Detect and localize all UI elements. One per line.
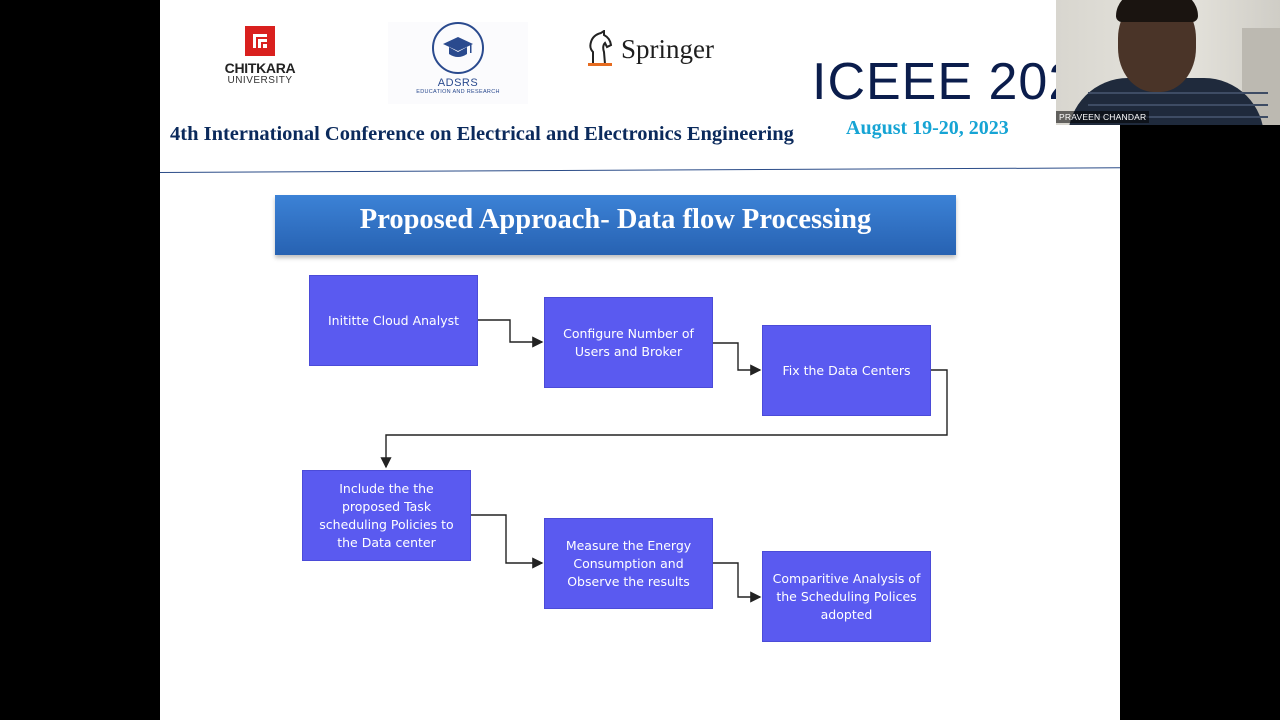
flow-step-policies: Include the the proposed Task scheduling… bbox=[302, 470, 471, 561]
slide-title-bar: Proposed Approach- Data flow Processing bbox=[275, 195, 956, 255]
connector-4-5 bbox=[471, 514, 544, 569]
connector-5-6 bbox=[713, 562, 762, 603]
chitkara-subtitle: UNIVERSITY bbox=[227, 75, 293, 86]
flow-step-initiate: Inititte Cloud Analyst bbox=[309, 275, 478, 366]
flow-step-measure: Measure the Energy Consumption and Obser… bbox=[544, 518, 713, 609]
springer-name: Springer bbox=[621, 34, 714, 64]
conference-dates: August 19-20, 2023 bbox=[846, 117, 1009, 139]
chitkara-name: CHITKARA bbox=[224, 60, 296, 76]
springer-horse-icon bbox=[588, 30, 613, 66]
flow-step-datacenters: Fix the Data Centers bbox=[762, 325, 931, 416]
flow-step-configure: Configure Number of Users and Broker bbox=[544, 297, 713, 388]
participant-name-label: PRAVEEN CHANDAR bbox=[1056, 111, 1150, 123]
adsrs-logo: ADSRS EDUCATION AND RESEARCH bbox=[388, 22, 528, 104]
presentation-slide: CHITKARA UNIVERSITY ADSRS EDUCATION AND … bbox=[160, 0, 1120, 720]
connector-1-2 bbox=[478, 319, 544, 348]
flow-step-analysis: Comparitive Analysis of the Scheduling P… bbox=[762, 551, 931, 642]
springer-logo: Springer bbox=[585, 30, 714, 74]
adsrs-name: ADSRS bbox=[437, 77, 479, 89]
adsrs-subtitle: EDUCATION AND RESEARCH bbox=[416, 89, 500, 95]
participant-hair bbox=[1116, 0, 1198, 22]
slide-title: Proposed Approach- Data flow Processing bbox=[359, 204, 872, 235]
chitkara-university-logo: CHITKARA UNIVERSITY bbox=[215, 26, 305, 96]
connector-2-3 bbox=[713, 342, 762, 376]
participant-video-tile[interactable]: PRAVEEN CHANDAR bbox=[1056, 0, 1280, 125]
header-divider bbox=[160, 167, 1120, 173]
chitkara-emblem-icon bbox=[245, 26, 275, 56]
conference-title: 4th International Conference on Electric… bbox=[170, 123, 794, 145]
graduation-cap-icon bbox=[432, 22, 484, 74]
